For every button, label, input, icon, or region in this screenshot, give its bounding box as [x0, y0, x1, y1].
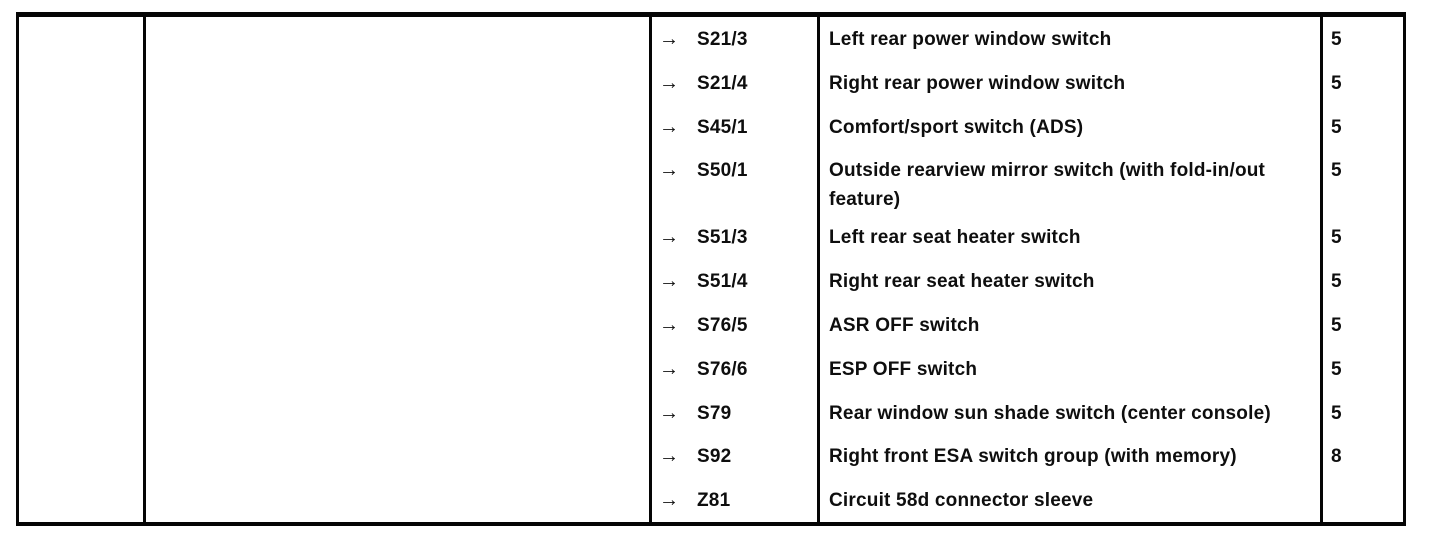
component-code: S51/3 — [697, 227, 748, 249]
arrow-right-icon: → — [659, 270, 680, 293]
arrow-right-icon: → — [659, 71, 680, 94]
arrow-right-icon: → — [659, 226, 680, 249]
arrow-right-icon: → — [659, 489, 680, 512]
table-row-code: → S50/1 — [652, 148, 817, 215]
arrow-right-icon: → — [659, 159, 680, 182]
arrow-right-icon: → — [659, 28, 680, 50]
table-row-code: → S51/4 — [652, 259, 817, 303]
table-row-code: → S92 — [652, 434, 817, 478]
arrow-right-icon: → — [659, 115, 680, 138]
component-legend-table: → S21/3 Left rear power window switch 5 →… — [16, 12, 1406, 526]
ref-number: 5 — [1320, 390, 1403, 435]
component-description: Right rear seat heater switch — [817, 259, 1320, 303]
component-description: Circuit 58d connector sleeve — [817, 478, 1320, 522]
component-description: Right rear power window switch — [817, 60, 1320, 105]
ref-number: 5 — [1320, 346, 1403, 391]
component-code: S21/4 — [697, 72, 748, 94]
ref-number: 5 — [1320, 215, 1403, 260]
table-row-code: → S79 — [652, 391, 817, 435]
component-description: ASR OFF switch — [817, 302, 1320, 347]
component-code: S79 — [697, 402, 732, 424]
component-code: S51/4 — [697, 271, 748, 293]
arrow-right-icon: → — [659, 357, 680, 380]
component-code: Z81 — [697, 490, 731, 512]
table-row-code: → S51/3 — [652, 215, 817, 259]
component-code: S45/1 — [697, 116, 748, 138]
ref-number: 5 — [1320, 17, 1403, 61]
table-row-code: → S76/6 — [652, 347, 817, 391]
ref-number — [1320, 478, 1403, 522]
component-description: Right front ESA switch group (with memor… — [817, 434, 1320, 479]
table-row-code: → S76/5 — [652, 303, 817, 347]
component-description: Left rear seat heater switch — [817, 215, 1320, 260]
table-row-code: → S45/1 — [652, 105, 817, 149]
component-description: Comfort/sport switch (ADS) — [817, 104, 1320, 149]
ref-number: 5 — [1320, 148, 1403, 216]
component-code: S76/5 — [697, 314, 748, 336]
component-rows: → S21/3 Left rear power window switch 5 →… — [652, 17, 1403, 522]
ref-number: 8 — [1320, 434, 1403, 479]
arrow-right-icon: → — [659, 313, 680, 336]
component-description: Outside rearview mirror switch (with fol… — [817, 148, 1320, 216]
component-code: S76/6 — [697, 358, 748, 380]
empty-column-2 — [146, 17, 652, 522]
component-code: S92 — [697, 446, 732, 468]
ref-number: 5 — [1320, 259, 1403, 303]
arrow-right-icon: → — [659, 445, 680, 468]
component-description: ESP OFF switch — [817, 346, 1320, 391]
arrow-right-icon: → — [659, 401, 680, 424]
ref-number: 5 — [1320, 302, 1403, 347]
ref-number: 5 — [1320, 60, 1403, 105]
component-description: Rear window sun shade switch (center con… — [817, 390, 1320, 435]
component-code: S50/1 — [697, 160, 748, 182]
component-code: S21/3 — [697, 29, 748, 50]
table-row-code: → S21/4 — [652, 61, 817, 105]
table-row-code: → S21/3 — [652, 17, 817, 61]
component-description: Left rear power window switch — [817, 17, 1320, 61]
empty-column-1 — [19, 17, 146, 522]
ref-number: 5 — [1320, 104, 1403, 149]
table-row-code: → Z81 — [652, 478, 817, 522]
